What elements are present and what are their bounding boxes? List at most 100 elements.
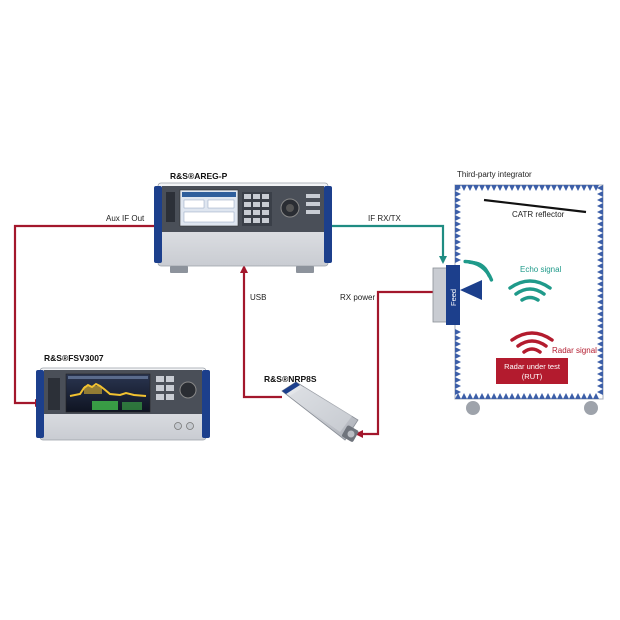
absorber-tooth bbox=[455, 353, 461, 359]
fsv-rotary-knob bbox=[179, 381, 197, 399]
absorber-tooth bbox=[563, 393, 569, 399]
absorber-tooth bbox=[597, 377, 603, 383]
absorber-tooth bbox=[593, 185, 599, 191]
test-chamber bbox=[432, 184, 604, 415]
absorber-tooth bbox=[455, 371, 461, 377]
absorber-tooth bbox=[551, 393, 557, 399]
absorber-tooth bbox=[597, 281, 603, 287]
absorber-tooth bbox=[569, 185, 575, 191]
if-rxtx-label: IF RX/TX bbox=[368, 214, 402, 223]
absorber-tooth bbox=[563, 185, 569, 191]
absorber-tooth bbox=[455, 221, 461, 227]
absorber-tooth bbox=[597, 221, 603, 227]
absorber-tooth bbox=[597, 191, 603, 197]
absorber-tooth bbox=[521, 393, 527, 399]
absorber-tooth bbox=[455, 359, 461, 365]
fsv-instrument bbox=[36, 367, 210, 441]
absorber-tooth bbox=[455, 209, 461, 215]
absorber-tooth bbox=[597, 365, 603, 371]
absorber-tooth bbox=[461, 393, 467, 399]
absorber-tooth bbox=[485, 393, 491, 399]
absorber-tooth bbox=[455, 203, 461, 209]
absorber-tooth bbox=[491, 393, 497, 399]
absorber-tooth bbox=[467, 393, 473, 399]
absorber-tooth bbox=[587, 185, 593, 191]
absorber-tooth bbox=[597, 299, 603, 305]
absorber-tooth bbox=[597, 233, 603, 239]
absorber-tooth bbox=[597, 185, 603, 191]
cable-rx-power bbox=[355, 290, 433, 438]
radar-label: Radar signal bbox=[552, 346, 597, 355]
absorber-tooth bbox=[455, 341, 461, 347]
wheel-right bbox=[584, 401, 598, 415]
chamber-label: Third-party integrator bbox=[457, 170, 532, 179]
fsv-keypad bbox=[156, 376, 174, 400]
absorber-tooth bbox=[597, 353, 603, 359]
absorber-tooth bbox=[557, 393, 563, 399]
fsv-spectrum-trace bbox=[69, 382, 147, 410]
absorber-tooth bbox=[503, 185, 509, 191]
nrp-sensor bbox=[281, 381, 359, 442]
absorber-tooth bbox=[597, 323, 603, 329]
nrp-label: R&S®NRP8S bbox=[264, 374, 317, 384]
cable-aux-if bbox=[13, 224, 160, 407]
absorber-tooth bbox=[455, 251, 461, 257]
absorber-tooth bbox=[473, 393, 479, 399]
rx-power-label: RX power bbox=[340, 293, 375, 302]
absorber-tooth bbox=[455, 191, 461, 197]
absorber-tooth bbox=[461, 185, 467, 191]
absorber-tooth bbox=[455, 347, 461, 353]
absorber-tooth bbox=[597, 371, 603, 377]
absorber-tooth bbox=[455, 245, 461, 251]
absorber-tooth bbox=[597, 215, 603, 221]
absorber-tooth bbox=[485, 185, 491, 191]
absorber-tooth bbox=[597, 227, 603, 233]
absorber-tooth bbox=[597, 293, 603, 299]
absorber-tooth bbox=[515, 393, 521, 399]
absorber-tooth bbox=[597, 347, 603, 353]
absorber-tooth bbox=[593, 393, 599, 399]
echo-signal-icon bbox=[463, 259, 494, 282]
absorber-tooth bbox=[479, 393, 485, 399]
absorber-tooth bbox=[479, 185, 485, 191]
feed-label: Feed bbox=[449, 289, 458, 306]
absorber-tooth bbox=[581, 185, 587, 191]
cable-if-rxtx bbox=[330, 224, 447, 264]
absorber-tooth bbox=[455, 197, 461, 203]
absorber-tooth bbox=[551, 185, 557, 191]
rut-label-line1: Radar under test bbox=[504, 362, 561, 371]
absorber-tooth bbox=[597, 257, 603, 263]
absorber-tooth bbox=[455, 233, 461, 239]
absorber-tooth bbox=[569, 393, 575, 399]
absorber-tooth bbox=[597, 197, 603, 203]
rut-label-line2: (RUT) bbox=[522, 372, 543, 381]
absorber-tooth bbox=[515, 185, 521, 191]
absorber-tooth bbox=[455, 329, 461, 335]
absorber-tooth bbox=[597, 389, 603, 395]
absorber-tooth bbox=[557, 185, 563, 191]
absorber-tooth bbox=[597, 383, 603, 389]
absorber-tooth bbox=[597, 275, 603, 281]
absorber-tooth bbox=[597, 269, 603, 275]
absorber-tooth bbox=[497, 393, 503, 399]
radar-signal-icon bbox=[510, 331, 554, 354]
absorber-tooth bbox=[455, 185, 461, 191]
absorber-tooth bbox=[597, 203, 603, 209]
rut-box bbox=[496, 358, 568, 384]
absorber-tooth bbox=[509, 393, 515, 399]
absorber-tooth bbox=[597, 305, 603, 311]
absorber-tooth bbox=[455, 239, 461, 245]
absorber-tooth bbox=[497, 185, 503, 191]
absorber-tooth bbox=[473, 185, 479, 191]
feed-horn bbox=[432, 265, 482, 325]
areg-label: R&S®AREG-P bbox=[170, 171, 228, 181]
absorber-tooth bbox=[533, 185, 539, 191]
absorber-tooth bbox=[597, 287, 603, 293]
absorber-tooth bbox=[539, 393, 545, 399]
cables bbox=[13, 224, 447, 438]
absorber-tooth bbox=[455, 335, 461, 341]
catr-reflector bbox=[483, 198, 587, 214]
absorber-teeth bbox=[455, 185, 603, 399]
absorber-tooth bbox=[455, 389, 461, 395]
usb-label: USB bbox=[250, 293, 266, 302]
